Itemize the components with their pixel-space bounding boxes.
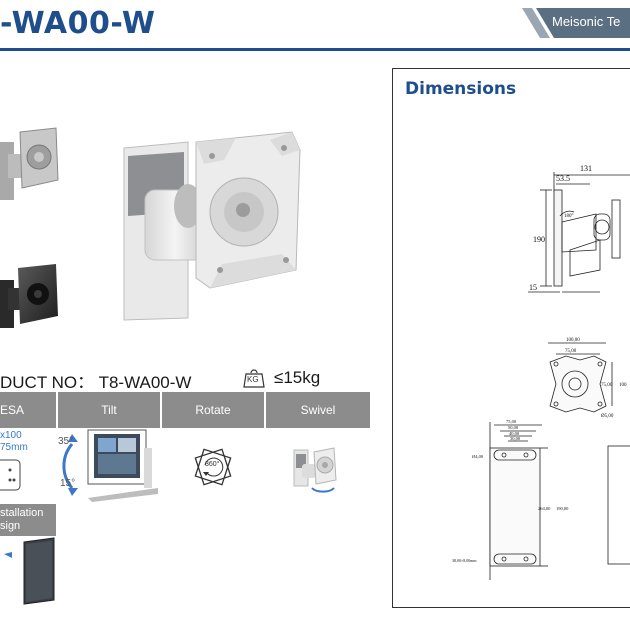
feature-header-rotate: Rotate <box>162 392 264 428</box>
vesa-plate-drawing <box>548 342 613 413</box>
weight-value: ≤15kg <box>274 368 321 387</box>
product-number: DUCT NO： T8-WA00-W <box>0 368 191 393</box>
header-rule <box>0 48 630 51</box>
feature-header-vesa: ESA <box>0 392 56 428</box>
black-mount-small <box>0 264 58 328</box>
vesa-top-inner: 75,00 <box>565 349 577 354</box>
swivel-illustration <box>293 447 337 493</box>
brand-tag-shape <box>522 8 630 38</box>
tilt-up-angle: 35° <box>58 436 74 447</box>
white-mount-large <box>123 131 301 321</box>
dim-angle: 180° <box>564 214 574 219</box>
feature-header-tilt: Tilt <box>58 392 160 428</box>
silver-mount-small <box>0 127 59 200</box>
vesa-line-2: 75mm <box>0 442 28 453</box>
dim-plate: 15 <box>529 283 537 292</box>
feature-header-swivel: Swivel <box>266 392 370 428</box>
dimensions-panel <box>392 68 630 608</box>
partial-front-view <box>607 445 630 565</box>
plate-width-3: 40,00 <box>509 431 520 437</box>
dim-width-total: 131 <box>580 164 592 173</box>
vesa-right-outer: 100 <box>619 383 627 388</box>
rotate-degree-label: 360° <box>205 461 220 468</box>
plate-height: 264,00 <box>538 506 551 512</box>
vesa-hole: Ø5,00 <box>601 414 614 419</box>
plate-width-4: 30,00 <box>510 436 521 442</box>
dim-height: 190 <box>533 235 545 244</box>
plate-bottom: 38,00×8,00mm <box>452 558 477 564</box>
plate-width-2: 50,00 <box>508 425 519 431</box>
vesa-cell: x100 75mm <box>0 430 56 500</box>
weight-icon: KG <box>242 368 266 388</box>
vesa-hole-icon <box>0 459 21 491</box>
plate-width-1: 75,00 <box>506 419 517 425</box>
vesa-top-outer: 100,00 <box>566 338 580 343</box>
vesa-right-inner: 75,00 <box>601 383 613 388</box>
plate-slot: Ø4,00 <box>472 454 484 460</box>
vesa-line-1: x100 <box>0 430 22 441</box>
installation-illustration <box>4 537 55 605</box>
product-number-label: DUCT NO： <box>0 373 95 392</box>
weight-icon-label: KG <box>247 375 259 384</box>
page-title: -WA00-W <box>0 6 156 41</box>
product-number-value: T8-WA00-W <box>98 373 192 392</box>
rotate-icon <box>194 448 232 486</box>
brand-name: Meisonic Te <box>552 14 621 29</box>
wall-plate-drawing <box>489 422 548 580</box>
tilt-down-angle: 15° <box>60 478 76 489</box>
side-view-drawing <box>528 172 630 293</box>
brand-tag: Meisonic Te <box>522 8 630 38</box>
dim-width-arm: 53.5 <box>556 174 570 183</box>
dimensions-title: Dimensions <box>405 79 517 99</box>
installation-line-1: stallation <box>0 507 44 519</box>
installation-design-header: stallation sign <box>0 504 56 536</box>
tilt-illustration <box>62 429 158 502</box>
product-photos <box>0 127 301 328</box>
dimension-drawings: 131 53.5 190 15 180° 100,00 75,00 75,00 … <box>452 164 630 580</box>
plate-height-inner: 190,00 <box>556 506 569 512</box>
installation-line-2: sign <box>0 520 21 532</box>
weight-capacity: KG ≤15kg <box>242 368 320 388</box>
